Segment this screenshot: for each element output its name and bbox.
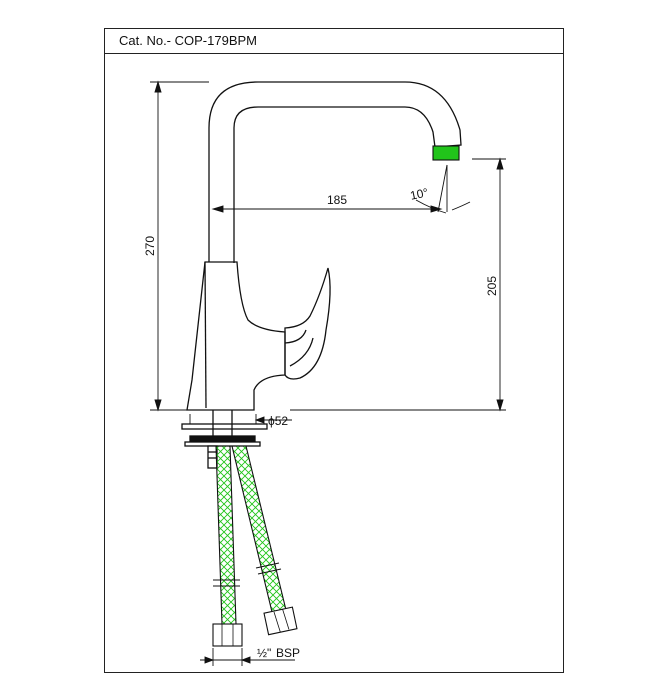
aerator bbox=[432, 145, 460, 161]
thread-fraction-label: ½" bbox=[257, 646, 271, 660]
flex-hoses bbox=[212, 445, 298, 647]
hose-left bbox=[215, 445, 237, 625]
thread-type-label: BSP bbox=[276, 646, 300, 660]
reach-dimension-label: 185 bbox=[327, 193, 347, 207]
drawing-frame bbox=[104, 28, 564, 673]
hose-collar-left bbox=[213, 579, 240, 587]
dimension-lines bbox=[150, 80, 506, 666]
base-washer bbox=[189, 435, 256, 443]
base-flange bbox=[181, 423, 268, 430]
clearance-dimension-label: 205 bbox=[485, 276, 499, 296]
spout bbox=[208, 81, 462, 263]
angle-dimension-label: 10° bbox=[409, 185, 430, 203]
catalog-number: Cat. No.- COP-179BPM bbox=[119, 33, 257, 48]
hose-right bbox=[231, 445, 287, 613]
lever-handle bbox=[284, 267, 331, 380]
faucet-body bbox=[186, 261, 286, 411]
height-dimension-label: 270 bbox=[143, 236, 157, 256]
body-seam bbox=[204, 261, 207, 409]
hose-nut-right bbox=[263, 606, 298, 636]
lever-detail bbox=[284, 329, 314, 367]
base-diameter-label: ϕ52 bbox=[268, 414, 288, 428]
hose-nut-left bbox=[212, 623, 243, 647]
faucet-outline bbox=[181, 81, 462, 469]
hose-collar-right bbox=[255, 562, 282, 575]
base-nut bbox=[184, 441, 261, 447]
shank bbox=[212, 410, 233, 436]
